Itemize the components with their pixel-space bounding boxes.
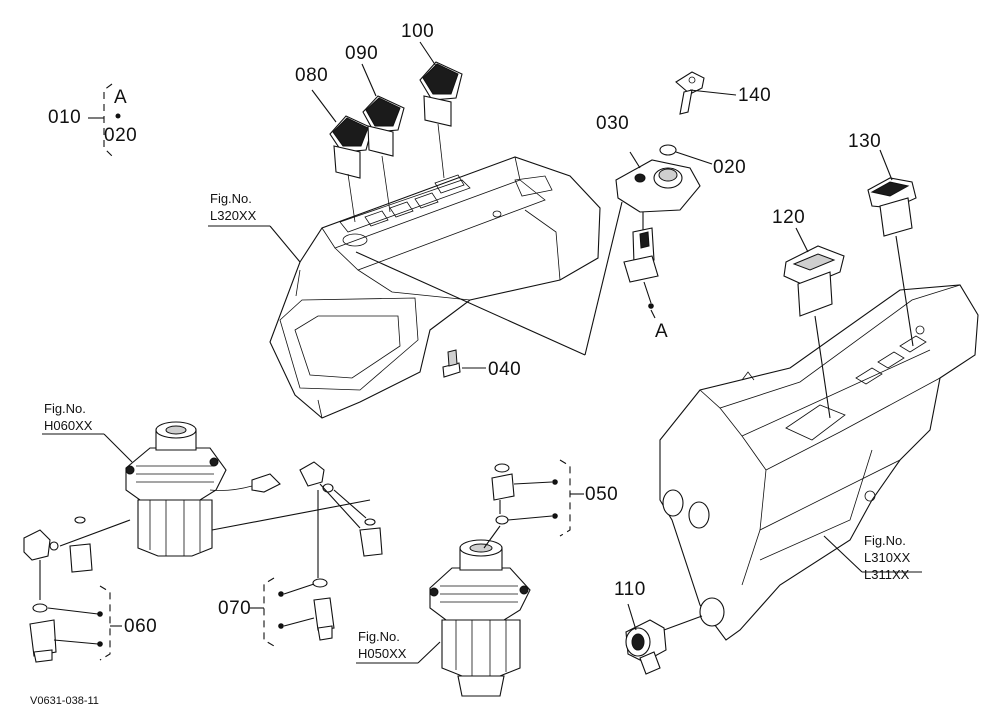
rocker-switch-100	[419, 61, 463, 127]
callout-090: 090	[345, 43, 379, 64]
callout-120: 120	[772, 207, 806, 228]
callout-030: 030	[596, 113, 630, 134]
switch-120	[783, 245, 845, 317]
callout-070: 070	[218, 598, 252, 619]
fitting-left	[23, 516, 93, 663]
rocker-switch-090	[362, 95, 405, 157]
fig-ref-h060-caption: Fig.No.	[44, 401, 86, 416]
callout-140: 140	[738, 85, 772, 106]
key-140	[675, 71, 705, 115]
callout-020: 020	[713, 157, 747, 178]
fig-ref-h050-code: H050XX	[358, 646, 407, 661]
fig-ref-l310-caption: Fig.No.	[864, 533, 906, 548]
pressure-switch-upper	[299, 461, 334, 493]
group-a-label: A	[114, 87, 128, 108]
fig-ref-h060-code: H060XX	[44, 418, 93, 433]
fitting-050	[491, 463, 515, 525]
joystick-h050	[429, 539, 531, 697]
key-switch-assembly	[615, 144, 701, 283]
fig-ref-h050: Fig.No. H050XX	[358, 628, 406, 662]
fig-ref-l311-code: L311XX	[864, 567, 910, 582]
callout-110: 110	[614, 579, 646, 600]
callout-010: 010	[48, 107, 82, 128]
rocker-switch-080	[329, 115, 373, 179]
callout-080: 080	[295, 65, 329, 86]
fig-ref-h060: Fig.No. H060XX	[44, 400, 92, 434]
joystick-h060	[125, 421, 281, 557]
drawing-code: V0631-038-11	[30, 695, 99, 707]
screw-040	[442, 349, 486, 378]
callout-050: 050	[585, 484, 619, 505]
fitting-070	[312, 578, 335, 641]
fig-ref-l310-code: L310XX	[864, 550, 911, 565]
callout-060: 060	[124, 616, 158, 637]
callout-100: 100	[401, 21, 435, 42]
fig-ref-l320-caption: Fig.No.	[210, 191, 252, 206]
callout-040: 040	[488, 359, 522, 380]
right-console	[659, 284, 979, 641]
bracket-070	[263, 577, 275, 647]
bracket-010	[103, 83, 113, 157]
callout-130: 130	[848, 131, 882, 152]
socket-110	[625, 619, 667, 675]
fig-ref-h050-caption: Fig.No.	[358, 629, 400, 644]
fig-ref-l320: Fig.No. L320XX	[210, 190, 256, 224]
fig-ref-l310: Fig.No. L310XX L311XX	[864, 532, 910, 583]
callout-020-group: 020	[104, 125, 138, 146]
bracket-060	[99, 585, 111, 661]
fig-ref-l320-code: L320XX	[210, 208, 257, 223]
bracket-050	[559, 459, 571, 537]
switch-130	[867, 177, 917, 237]
ref-a-label: A	[655, 321, 669, 342]
pressure-switch-right	[359, 518, 383, 557]
